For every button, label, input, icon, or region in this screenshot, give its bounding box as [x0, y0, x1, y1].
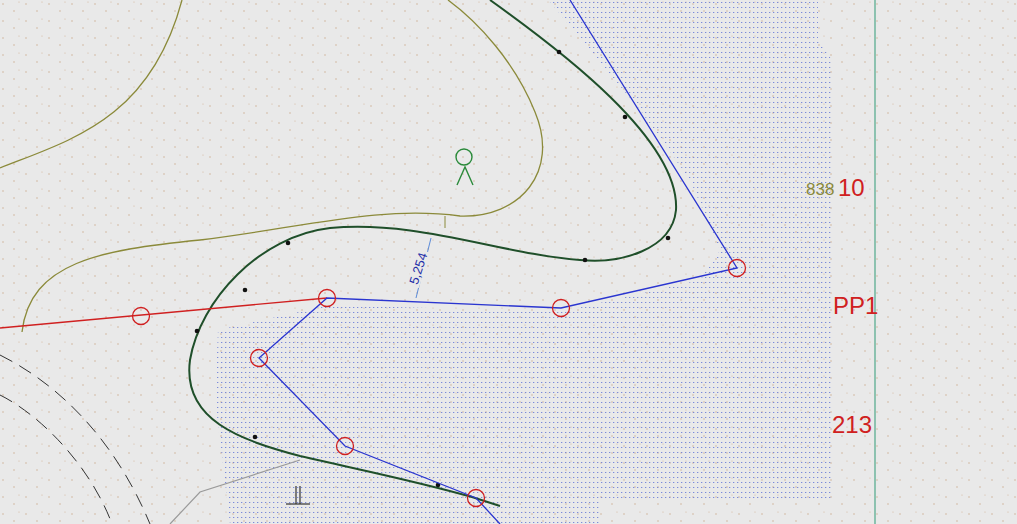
contour-line	[0, 0, 182, 168]
dashed-edge	[0, 395, 112, 524]
sheet-border	[874, 0, 875, 524]
point-name: PP1	[833, 294, 878, 318]
bank-line	[189, 0, 676, 506]
elevation-value: 838	[806, 181, 834, 198]
point-number: 213	[832, 413, 872, 437]
vertex-dots	[195, 50, 671, 488]
tree-symbol	[456, 149, 473, 185]
grey-line	[170, 460, 300, 524]
contour-line	[22, 0, 543, 332]
traverse-line	[259, 0, 737, 524]
hatched-area	[215, 0, 832, 524]
survey-line	[0, 298, 327, 328]
point-number: 10	[838, 176, 865, 200]
station-circles	[133, 260, 746, 507]
post-symbol	[286, 486, 310, 504]
tick-mark	[445, 216, 446, 228]
dashed-edge	[0, 355, 150, 524]
